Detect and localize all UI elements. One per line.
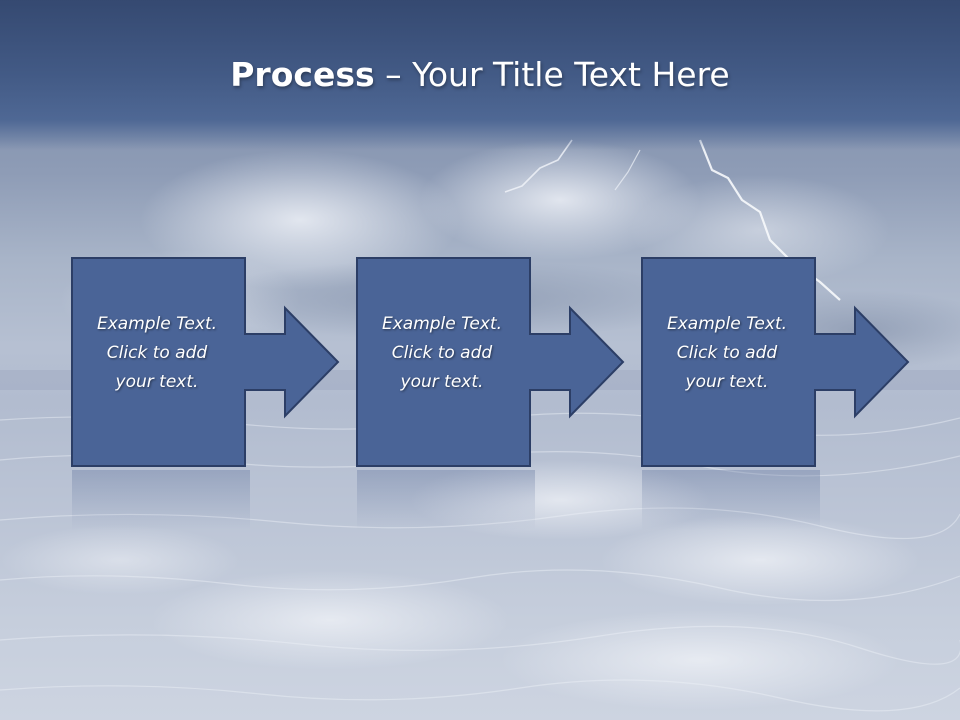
- step-arrow-shape: [641, 257, 910, 467]
- step-text-line: Click to add: [391, 343, 493, 363]
- step-text-line: your text.: [685, 372, 769, 392]
- step-reflection: [72, 470, 250, 530]
- step-text-line: Example Text.: [666, 314, 788, 334]
- step-text-line: Example Text.: [96, 314, 218, 334]
- process-step-2[interactable]: Example Text. Click to add your text.: [355, 256, 695, 468]
- step-text-line: Click to add: [106, 343, 208, 363]
- step-reflection: [642, 470, 820, 530]
- page-title[interactable]: Process – Your Title Text Here: [0, 50, 960, 100]
- step-text-line: your text.: [115, 372, 199, 392]
- step-arrow-shape: [356, 257, 625, 467]
- step-text-line: your text.: [400, 372, 484, 392]
- title-rest: – Your Title Text Here: [374, 55, 730, 94]
- process-step-3[interactable]: Example Text. Click to add your text.: [640, 256, 960, 468]
- step-text[interactable]: Example Text. Click to add your text.: [646, 310, 808, 397]
- step-text-line: Click to add: [676, 343, 778, 363]
- step-text[interactable]: Example Text. Click to add your text.: [361, 310, 523, 397]
- title-band: [0, 0, 960, 150]
- step-arrow-shape: [71, 257, 340, 467]
- title-bold: Process: [230, 55, 375, 94]
- step-text-line: Example Text.: [381, 314, 503, 334]
- step-text[interactable]: Example Text. Click to add your text.: [76, 310, 238, 397]
- process-step-1[interactable]: Example Text. Click to add your text.: [70, 256, 410, 468]
- step-reflection: [357, 470, 535, 530]
